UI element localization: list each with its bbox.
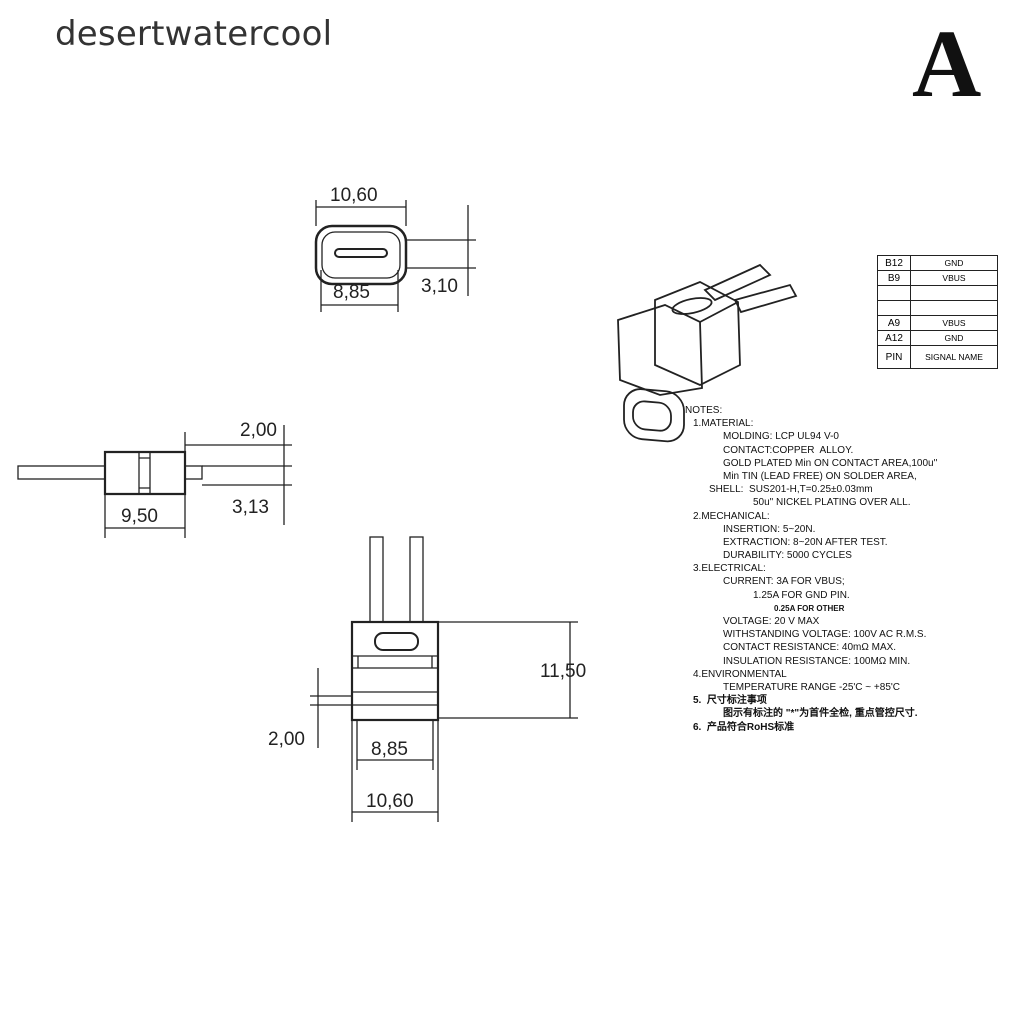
note-line: CONTACT RESISTANCE: 40mΩ MAX.	[723, 642, 897, 654]
dim-top-inner-width: 8,85	[333, 282, 370, 303]
bottom-pin-left	[369, 536, 384, 623]
signal-cell	[910, 285, 998, 301]
note-line: MOLDING: LCP UL94 V-0	[723, 431, 839, 443]
bottom-body	[350, 620, 440, 722]
note-line: 图示有标注的 "*"为首件全检, 重点管控尺寸.	[723, 708, 918, 720]
pin-cell: A12	[877, 330, 911, 346]
pin-cell: B9	[877, 270, 911, 286]
pin-cell: A9	[877, 315, 911, 331]
note-line: TEMPERATURE RANGE -25'C ~ +85'C	[723, 681, 901, 693]
dim-bottom-offset: 2,00	[268, 729, 305, 750]
dim-side-length: 9,50	[121, 506, 158, 527]
signal-cell: VBUS	[910, 315, 998, 331]
table-row	[877, 285, 998, 301]
note-line: SHELL: SUS201-H,T=0.25±0.03mm	[709, 484, 873, 496]
note-line: INSERTION: 5~20N.	[723, 523, 816, 535]
signal-cell	[910, 300, 998, 316]
note-line: Min TIN (LEAD FREE) ON SOLDER AREA,	[723, 470, 917, 482]
signal-cell: GND	[910, 255, 998, 271]
top-view: 10,60 8,85 3,10	[314, 185, 476, 312]
note-line: EXTRACTION: 8~20N AFTER TEST.	[723, 536, 888, 548]
note-section: 4.ENVIRONMENTAL	[693, 668, 787, 680]
top-view-inner	[321, 231, 401, 279]
dim-side-pin-offset: 2,00	[240, 420, 277, 441]
top-view-tongue	[334, 248, 388, 258]
note-line: 1.25A FOR GND PIN.	[753, 589, 850, 601]
note-line: VOLTAGE: 20 V MAX	[723, 616, 820, 627]
dim-top-width: 10,60	[330, 185, 378, 206]
isometric-view	[617, 263, 798, 443]
dim-bottom-inner-width: 8,85	[371, 739, 408, 760]
side-view: 2,00 3,13 9,50	[17, 420, 292, 538]
note-line: DURABILITY: 5000 CYCLES	[723, 550, 852, 562]
note-line: 50u" NICKEL PLATING OVER ALL.	[753, 497, 911, 509]
note-line: CONTACT:COPPER ALLOY.	[723, 444, 854, 456]
table-row	[877, 300, 998, 316]
pin-header: PIN	[877, 345, 911, 369]
pin-cell	[877, 285, 911, 301]
note-line: GOLD PLATED Min ON CONTACT AREA,100u''	[723, 457, 938, 469]
dim-bottom-height: 11,50	[540, 661, 586, 682]
note-line: INSULATION RESISTANCE: 100MΩ MIN.	[723, 655, 911, 667]
note-section: 6. 产品符合RoHS标准	[693, 721, 795, 733]
dim-top-height: 3,10	[421, 276, 458, 297]
note-section: 2.MECHANICAL:	[693, 510, 770, 522]
note-section: 5. 尺寸标注事项	[693, 695, 767, 707]
note-section: 3.ELECTRICAL:	[693, 563, 766, 575]
pin-cell	[877, 300, 911, 316]
pin-cell: B12	[877, 255, 911, 271]
variant-label: A	[912, 10, 982, 117]
notes-heading: NOTES:	[685, 405, 723, 416]
note-line: CURRENT: 3A FOR VBUS;	[723, 576, 845, 588]
dim-bottom-width: 10,60	[366, 791, 414, 812]
side-plug	[184, 465, 203, 480]
signal-header: SIGNAL NAME	[910, 345, 998, 369]
bottom-pin-right	[409, 536, 424, 623]
top-view-outline	[314, 224, 408, 286]
signal-cell: VBUS	[910, 270, 998, 286]
note-line: WITHSTANDING VOLTAGE: 100V AC R.M.S.	[723, 629, 927, 641]
signal-cell: GND	[910, 330, 998, 346]
bottom-slot	[374, 632, 419, 651]
side-pin	[17, 465, 106, 480]
bottom-view: 11,50 2,00 8,85 10,60	[268, 536, 586, 822]
note-line: 0.25A FOR OTHER	[774, 603, 845, 613]
dim-side-height: 3,13	[232, 497, 269, 518]
note-section: 1.MATERIAL:	[693, 418, 754, 430]
watermark-text: desertwatercool	[55, 14, 333, 54]
